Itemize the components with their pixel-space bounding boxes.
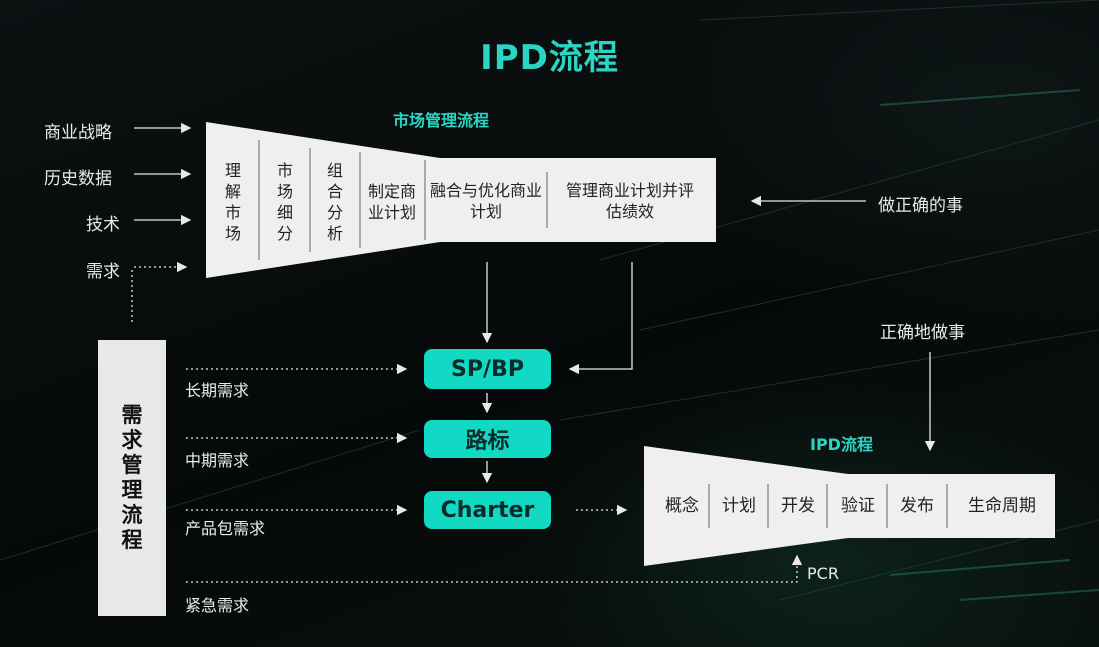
input-historical-data: 历史数据 <box>44 169 112 189</box>
step-make-business-plan: 制定商业计划 <box>367 182 416 222</box>
requirements-process-box: 需求管理流程 <box>98 340 166 616</box>
input-technology: 技术 <box>86 215 120 235</box>
label-do-things-right: 正确地做事 <box>880 323 965 343</box>
box-roadmap: 路标 <box>424 420 551 458</box>
req-product-package: 产品包需求 <box>185 519 266 538</box>
step-market-segmentation: 市场细分 <box>276 161 293 243</box>
market-funnel <box>206 122 716 278</box>
label-pcr: PCR <box>807 564 839 583</box>
req-urgent: 紧急需求 <box>185 596 250 615</box>
step-integrate-optimize-plan: 融合与优化商业计划 <box>430 181 543 221</box>
input-demand: 需求 <box>86 262 120 282</box>
box-charter: Charter <box>424 491 551 529</box>
ipd-step-verify: 验证 <box>841 495 875 516</box>
market-process-title: 市场管理流程 <box>393 111 490 130</box>
req-long-term: 长期需求 <box>185 381 250 400</box>
ipd-step-lifecycle: 生命周期 <box>968 495 1036 516</box>
req-mid-term: 中期需求 <box>185 451 250 470</box>
box-sp-bp: SP/BP <box>424 349 551 389</box>
ipd-step-release: 发布 <box>900 495 934 516</box>
step-portfolio-analysis: 组合分析 <box>326 161 343 243</box>
input-business-strategy: 商业战略 <box>44 123 112 143</box>
ipd-step-concept: 概念 <box>665 495 699 516</box>
ipd-step-plan: 计划 <box>722 495 756 516</box>
ipd-process-title: IPD流程 <box>810 435 873 454</box>
requirements-process-label: 需求管理流程 <box>121 403 143 552</box>
step-understand-market: 理解市场 <box>224 161 241 243</box>
page-title: IPD流程 <box>480 38 619 78</box>
ipd-funnel <box>644 446 1055 566</box>
label-do-right-things: 做正确的事 <box>878 196 963 216</box>
step-manage-plan-evaluate: 管理商业计划并评估绩效 <box>565 181 694 221</box>
ipd-step-develop: 开发 <box>781 495 815 516</box>
